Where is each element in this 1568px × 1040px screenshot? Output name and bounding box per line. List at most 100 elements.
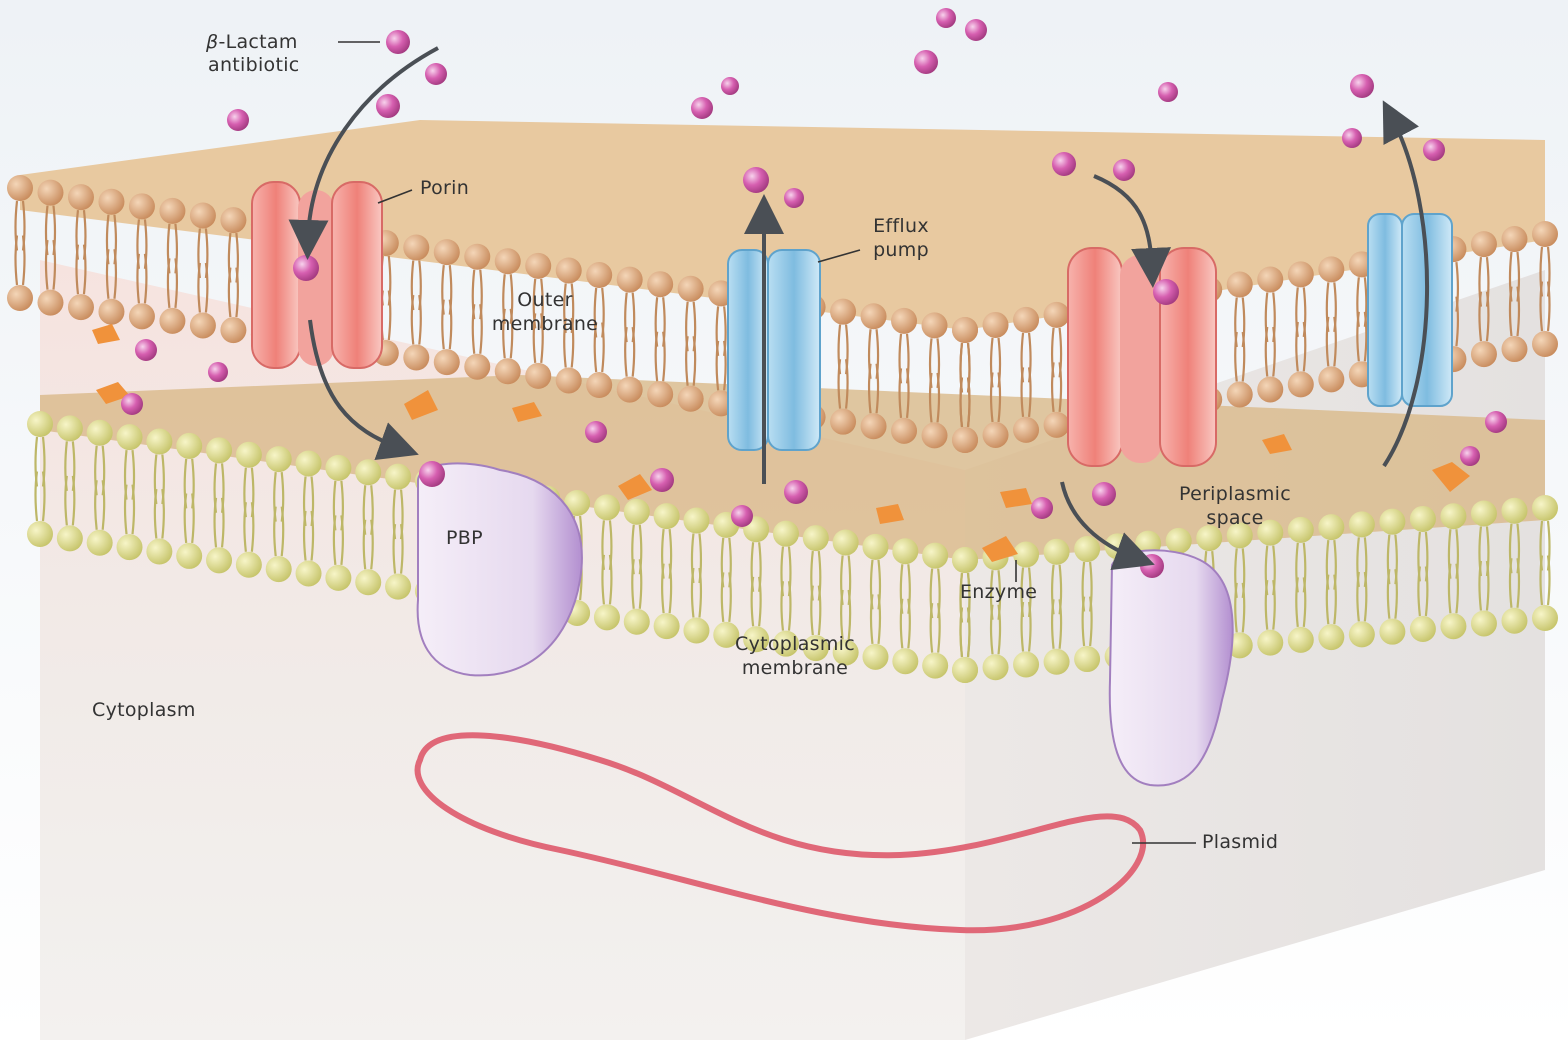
outer-lipid-head [159,198,185,224]
beta-lactam-molecule [135,339,157,361]
inner-lipid-head [296,560,322,586]
beta-lactam-molecule [784,188,804,208]
inner-lipid-head [654,503,680,529]
inner-lipid-head [892,648,918,674]
beta-lactam-molecule [1423,139,1445,161]
inner-lipid-head [57,525,83,551]
outer-lipid-head [7,285,33,311]
inner-lipid-head [206,547,232,573]
outer-lipid-head [952,427,978,453]
outer-lipid-head [678,386,704,412]
outer-lipid-head [129,303,155,329]
inner-lipid-head [1440,613,1466,639]
inner-lipid-head [87,420,113,446]
beta-lactam-molecule [691,97,713,119]
outer-lipid-head [586,262,612,288]
outer-lipid-head [525,253,551,279]
outer-membrane-label-line2: membrane [470,312,620,336]
outer-lipid-head [830,409,856,435]
outer-lipid-head [952,317,978,343]
beta-lactam-molecule [936,8,956,28]
inner-lipid-head [594,604,620,630]
inner-lipid-head [892,538,918,564]
inner-lipid-head [1288,517,1314,543]
inner-lipid-head [1044,539,1070,565]
outer-lipid-head [891,418,917,444]
inner-lipid-head [862,534,888,560]
outer-lipid-head [434,239,460,265]
outer-lipid-head [1471,341,1497,367]
outer-lipid-head [495,248,521,274]
beta-lactam-molecule [419,461,445,487]
outer-lipid-head [37,290,63,316]
beta-lactam-text: -Lactam [218,31,297,53]
outer-lipid-head [586,372,612,398]
outer-membrane-label-line1: Outer [490,288,600,312]
inner-lipid-head [1288,627,1314,653]
inner-lipid-head [146,539,172,565]
outer-lipid-head [220,207,246,233]
outer-lipid-head [68,294,94,320]
inner-lipid-head [1349,511,1375,537]
pbp-label: PBP [446,526,483,550]
beta-lactam-molecule [1460,446,1480,466]
inner-lipid-head [236,552,262,578]
outer-lipid-head [403,345,429,371]
beta-lactam-molecule [731,505,753,527]
inner-lipid-head [1013,542,1039,568]
inner-lipid-head [594,494,620,520]
inner-lipid-head [922,543,948,569]
beta-lactam-molecule [743,167,769,193]
efflux-pump-left [728,250,820,450]
inner-lipid-head [1471,610,1497,636]
outer-lipid-head [1013,417,1039,443]
outer-lipid-head [1318,256,1344,282]
efflux-pump-right [1368,214,1452,406]
outer-lipid-head [403,235,429,261]
inner-lipid-head [1074,646,1100,672]
outer-lipid-head [129,193,155,219]
outer-lipid-head [220,317,246,343]
outer-lipid-head [617,267,643,293]
beta-lactam-molecule [1485,411,1507,433]
beta-lactam-molecule [650,468,674,492]
outer-lipid-head [37,180,63,206]
inner-lipid-head [803,525,829,551]
outer-lipid-head [190,202,216,228]
inner-lipid-head [1013,652,1039,678]
beta-lactam-molecule [1113,159,1135,181]
beta-lactam-molecule [585,421,607,443]
beta-lactam-molecule [914,50,938,74]
inner-lipid-head [117,534,143,560]
beta-lactam-molecule [965,19,987,41]
inner-lipid-head [385,574,411,600]
outer-lipid-head [678,276,704,302]
inner-lipid-head [176,433,202,459]
efflux-label-line2: pump [856,238,946,262]
outer-lipid-head [1227,272,1253,298]
outer-lipid-head [1532,331,1558,357]
inner-lipid-head [1410,616,1436,642]
outer-lipid-head [1532,221,1558,247]
outer-lipid-head [1257,266,1283,292]
inner-lipid-head [624,499,650,525]
inner-lipid-head [1501,498,1527,524]
inner-lipid-head [27,521,53,547]
beta-lactam-molecule [425,63,447,85]
inner-lipid-head [325,565,351,591]
beta-lactam-label: β-Lactam [206,30,298,54]
outer-lipid-head [1318,366,1344,392]
outer-lipid-head [464,354,490,380]
inner-lipid-head [1044,649,1070,675]
outer-lipid-head [891,308,917,334]
outer-lipid-head [1044,412,1070,438]
outer-lipid-head [556,257,582,283]
outer-lipid-head [190,312,216,338]
outer-lipid-head [983,422,1009,448]
outer-lipid-head [98,299,124,325]
outer-lipid-head [1501,226,1527,252]
beta-symbol: β [206,31,218,53]
inner-lipid-head [355,569,381,595]
